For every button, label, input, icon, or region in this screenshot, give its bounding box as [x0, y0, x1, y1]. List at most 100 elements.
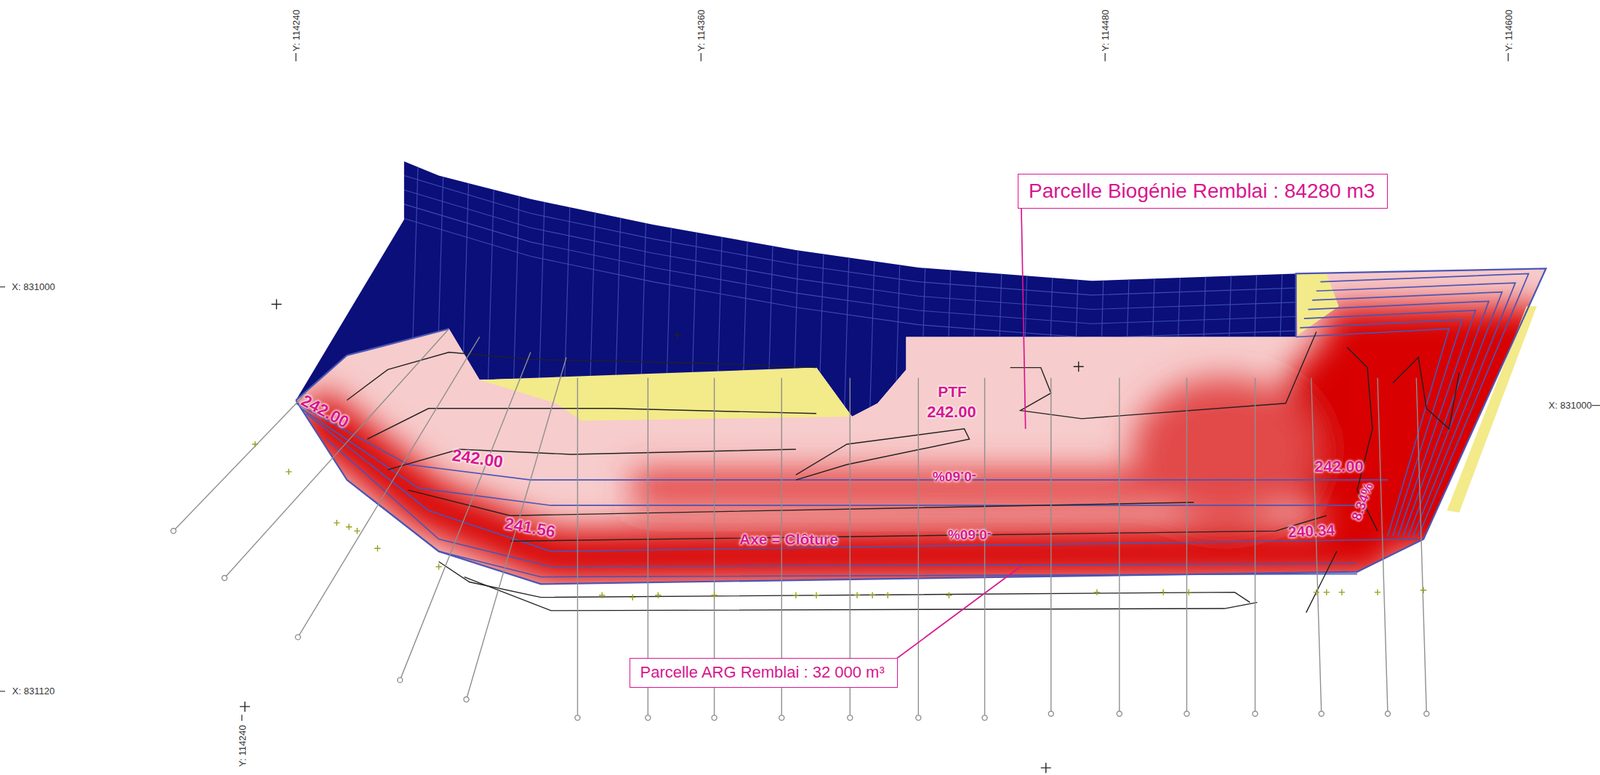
platform-line	[346, 479, 1358, 577]
coordinate-label: X: 831000	[1548, 400, 1592, 410]
profile-lines	[170, 328, 1430, 721]
profile-end	[1116, 710, 1122, 717]
platform-line	[1304, 310, 1476, 536]
profile-end	[915, 715, 922, 721]
survey-point	[1374, 588, 1381, 595]
survey-point	[346, 523, 352, 530]
level-label: -0.60%	[947, 527, 992, 542]
profile-end	[1184, 710, 1190, 717]
level-label: 240.34	[1287, 521, 1335, 540]
profile-end	[711, 715, 717, 721]
fill-depth-shading	[306, 306, 1582, 557]
contour-line	[387, 449, 796, 470]
survey-point	[374, 545, 381, 552]
level-label: -0.60%	[932, 469, 977, 484]
survey-point	[285, 468, 292, 475]
grid-line	[404, 204, 1297, 324]
survey-point	[354, 527, 360, 534]
profile-end	[170, 528, 176, 534]
survey-point	[252, 441, 259, 448]
zero-area	[1446, 306, 1537, 513]
coordinate-label: Y: 114240	[237, 724, 248, 767]
survey-point	[1160, 588, 1167, 595]
survey-point	[710, 592, 717, 599]
profile-line	[298, 336, 480, 637]
contour-line	[464, 577, 1258, 611]
profile-line	[1186, 378, 1188, 714]
profile-end	[847, 715, 853, 721]
callout-box: Parcelle Biogénie Remblai : 84280 m3	[1017, 173, 1388, 209]
level-label: 242.00	[1314, 458, 1364, 475]
coordinate-label: Y: 114600	[1504, 9, 1514, 52]
profile-end	[1048, 710, 1054, 717]
profile-end	[982, 715, 988, 721]
profile-end	[645, 715, 651, 721]
profile-line	[1416, 378, 1427, 714]
callout-text: Parcelle ARG Remblai : 32 000 m³	[640, 662, 885, 682]
profile-line	[984, 378, 986, 719]
coordinate-label: Y: 114240	[291, 9, 301, 52]
profile-line	[224, 328, 450, 578]
profile-end	[1424, 710, 1430, 717]
callout-box: Parcelle ARG Remblai : 32 000 m³	[629, 657, 898, 688]
profile-line	[1311, 378, 1322, 714]
level-label: Axe = Clôture	[739, 531, 839, 547]
platform-line	[1308, 300, 1489, 536]
profile-end	[1252, 710, 1258, 717]
platform-line	[295, 403, 1388, 480]
profile-line	[918, 378, 919, 719]
survey-point	[945, 592, 952, 599]
survey-point	[435, 563, 442, 570]
profile-end	[1318, 710, 1324, 717]
survey-point	[599, 592, 605, 599]
callout-text: Parcelle Biogénie Remblai : 84280 m3	[1028, 178, 1375, 204]
survey-point	[333, 519, 340, 526]
grid-line	[843, 153, 852, 429]
survey-point	[1313, 588, 1320, 595]
platform-lines	[295, 273, 1529, 577]
contour-line	[346, 352, 817, 401]
platform-line	[326, 439, 1358, 568]
survey-point	[1323, 588, 1330, 595]
coordinate-label: X: 831120	[12, 686, 55, 696]
coordinate-label: Y: 114360	[696, 9, 706, 52]
survey-point	[629, 593, 636, 600]
contour-line	[1010, 331, 1317, 418]
profile-end	[397, 677, 403, 683]
survey-point	[854, 592, 860, 599]
contour-line	[1392, 357, 1459, 429]
survey-point	[884, 592, 891, 599]
survey-point	[654, 592, 661, 599]
platform-line	[1316, 282, 1516, 536]
level-label: 242.00	[926, 404, 976, 421]
survey-point	[1339, 588, 1345, 595]
grid-cross	[239, 299, 1084, 774]
survey-point	[1420, 587, 1427, 594]
survey-point	[1185, 588, 1192, 595]
survey-point	[1094, 588, 1100, 595]
survey-point	[869, 592, 876, 599]
profile-line	[1118, 378, 1120, 714]
profile-end	[463, 697, 469, 703]
profile-line	[1377, 378, 1388, 714]
grid-line	[404, 218, 1297, 339]
profile-line	[173, 393, 307, 532]
profile-line	[1050, 378, 1052, 714]
coordinate-label: X: 831000	[11, 282, 55, 292]
profile-line	[1254, 378, 1256, 714]
survey-point	[793, 592, 799, 599]
profile-end	[295, 634, 301, 640]
profile-end	[575, 715, 581, 721]
platform-line	[1320, 273, 1529, 536]
profile-line	[465, 357, 567, 701]
leader-line	[897, 566, 1021, 658]
contour-line	[1306, 551, 1337, 613]
coordinate-tick	[0, 53, 1600, 722]
grid-line	[869, 153, 878, 429]
survey-point	[813, 592, 820, 599]
profile-end	[779, 715, 785, 721]
contour-line	[1347, 347, 1378, 532]
platform-line	[1312, 292, 1502, 537]
fill-boundary	[295, 268, 1547, 584]
